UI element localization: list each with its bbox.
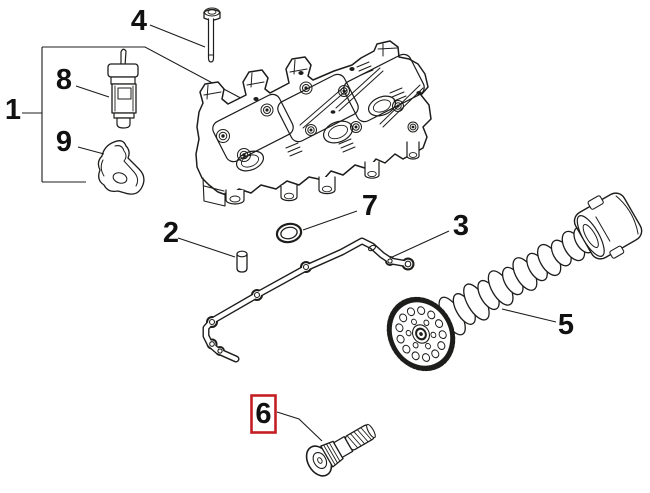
solenoid-window: [117, 87, 132, 100]
solenoid-neck: [110, 76, 136, 85]
part-5-camshaft-drawing: [386, 192, 643, 372]
solenoid-pin: [120, 48, 127, 67]
leader-line-6: [276, 411, 323, 442]
callout-label-9[interactable]: 9: [56, 126, 72, 158]
leader-line-9: [77, 146, 105, 155]
leader-line-8: [75, 85, 110, 98]
callout-label-4[interactable]: 4: [131, 5, 147, 37]
gasket-strip-outline: [202, 237, 412, 363]
gasket-slot: [367, 244, 377, 252]
leader-line-3: [389, 230, 450, 259]
leader-line-2: [177, 237, 236, 258]
part-8-solenoid-drawing: [107, 48, 139, 129]
callout-label-2[interactable]: 2: [163, 217, 179, 249]
bolt6-tip: [366, 423, 376, 439]
ridge-strip: [299, 67, 424, 129]
highlight-box-6[interactable]: [250, 394, 277, 434]
bolt-boss: [216, 81, 419, 162]
pin-top: [236, 250, 248, 258]
bracket-hole: [112, 172, 128, 184]
part-4-long-bolt-drawing: [203, 7, 221, 63]
leader-line-7: [302, 210, 358, 231]
oring-inner: [280, 226, 298, 240]
vent-hatch: [285, 61, 407, 157]
sprocket-inner-hole: [405, 318, 437, 350]
sprocket-hub: [412, 324, 430, 344]
cam-module: [277, 73, 359, 143]
part-7-oring-drawing: [275, 222, 303, 244]
callout-label-8[interactable]: 8: [56, 64, 72, 96]
bracket-outline: [97, 140, 145, 195]
callout-1-bracket: [22, 46, 251, 183]
housing-foot: [225, 141, 420, 205]
camshaft-sprocket: [386, 296, 456, 372]
sprocket-teeth: [386, 296, 456, 372]
sprocket-hole: [395, 306, 447, 362]
gasket-strip-inner: [203, 238, 411, 362]
gasket-hole: [208, 258, 412, 354]
solenoid-collar: [113, 112, 135, 119]
callout-label-6[interactable]: 6: [255, 398, 271, 430]
bolt4-head-top: [204, 7, 220, 17]
leader-line-4: [149, 24, 206, 48]
part-2-pin-drawing: [236, 250, 248, 273]
camshaft-shaft: [438, 192, 643, 336]
callout-label-7[interactable]: 7: [362, 190, 378, 222]
bolt4-shank: [207, 18, 215, 63]
oring-outer: [275, 222, 303, 244]
callout-label-3[interactable]: 3: [453, 210, 469, 242]
housing-dot: [253, 67, 422, 114]
cam-module: [212, 93, 294, 163]
callout-label-1[interactable]: 1: [5, 94, 21, 126]
bolt6-center-hole: [317, 457, 323, 464]
solenoid-tip: [116, 117, 131, 129]
solenoid-cap: [107, 63, 139, 78]
part-6-bolt-drawing: [305, 423, 376, 477]
bolt6-threads: [346, 427, 372, 448]
pin-body: [236, 254, 248, 273]
bolt6-head-face: [312, 452, 328, 469]
callout-label-5[interactable]: 5: [558, 309, 574, 341]
bolt4-socket: [207, 9, 217, 15]
leader-line-5: [501, 308, 557, 323]
part-9-bracket-drawing: [97, 140, 145, 195]
housing-drawing: [195, 40, 432, 207]
part-3-gasket-drawing: [202, 237, 415, 363]
